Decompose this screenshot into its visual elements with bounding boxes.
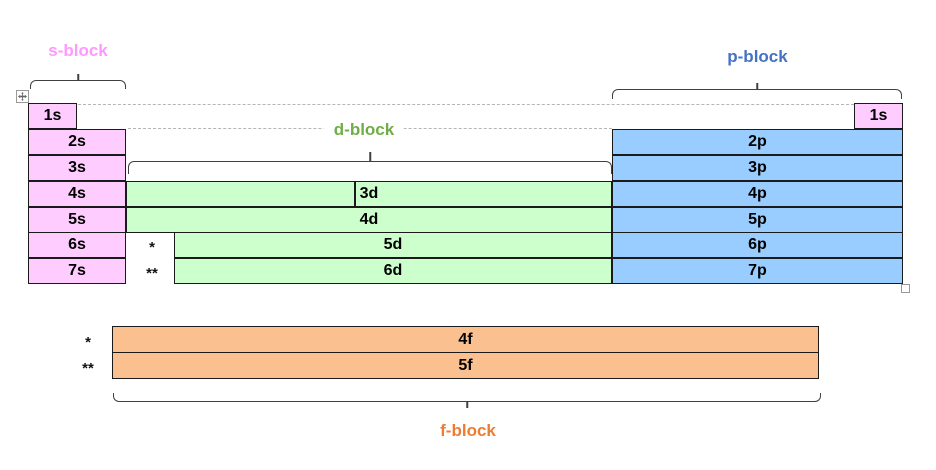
s-block-brace (30, 74, 126, 89)
footnote-marker-double: ** (146, 265, 158, 282)
orbital-cell-2s[interactable]: 2s (28, 129, 126, 155)
orbital-cell-7p[interactable]: 7p (612, 258, 903, 284)
orbital-cell-4d[interactable]: 4d (126, 207, 612, 233)
orbital-cell-5p[interactable]: 5p (612, 207, 903, 233)
d-block-brace (128, 152, 612, 174)
p-block-brace (612, 83, 902, 99)
orbital-cell-6p[interactable]: 6p (612, 232, 903, 258)
orbital-cell-5d[interactable]: 5d (174, 232, 612, 258)
orbital-cell-4f[interactable]: 4f (112, 326, 819, 353)
orbital-cell-3s[interactable]: 3s (28, 155, 126, 181)
footnote-marker-single: * (149, 239, 155, 256)
f-block-label: f-block (430, 421, 506, 441)
orbital-cell-5s[interactable]: 5s (28, 207, 126, 233)
orbital-cell-4p[interactable]: 4p (612, 181, 903, 207)
orbital-cell-1s[interactable]: 1s (28, 103, 77, 129)
orbital-cell-1s-right[interactable]: 1s (854, 103, 903, 129)
orbital-cell-6s[interactable]: 6s (28, 232, 126, 258)
orbital-cell-4s[interactable]: 4s (28, 181, 126, 207)
f-footnote-marker-double: ** (82, 359, 94, 377)
orbital-cell-3d[interactable]: 3d (126, 181, 612, 207)
table-move-handle[interactable] (16, 90, 29, 103)
dotted-guide-top (78, 104, 854, 105)
orbital-cell-2p[interactable]: 2p (612, 129, 903, 155)
f-block-brace (113, 393, 821, 408)
orbital-cell-6d[interactable]: 6d (174, 258, 612, 284)
p-block-label: p-block (727, 47, 788, 66)
move-arrows-icon (18, 92, 27, 101)
orbital-cell-3p[interactable]: 3p (612, 155, 903, 181)
d-block-label: d-block (323, 120, 405, 140)
cell-divider-3d (354, 182, 356, 206)
table-resize-handle[interactable] (901, 284, 910, 293)
s-block-label: s-block (48, 41, 108, 60)
orbital-cell-7s[interactable]: 7s (28, 258, 126, 284)
f-footnote-marker-single: * (85, 333, 91, 351)
orbital-cell-5f[interactable]: 5f (112, 352, 819, 379)
